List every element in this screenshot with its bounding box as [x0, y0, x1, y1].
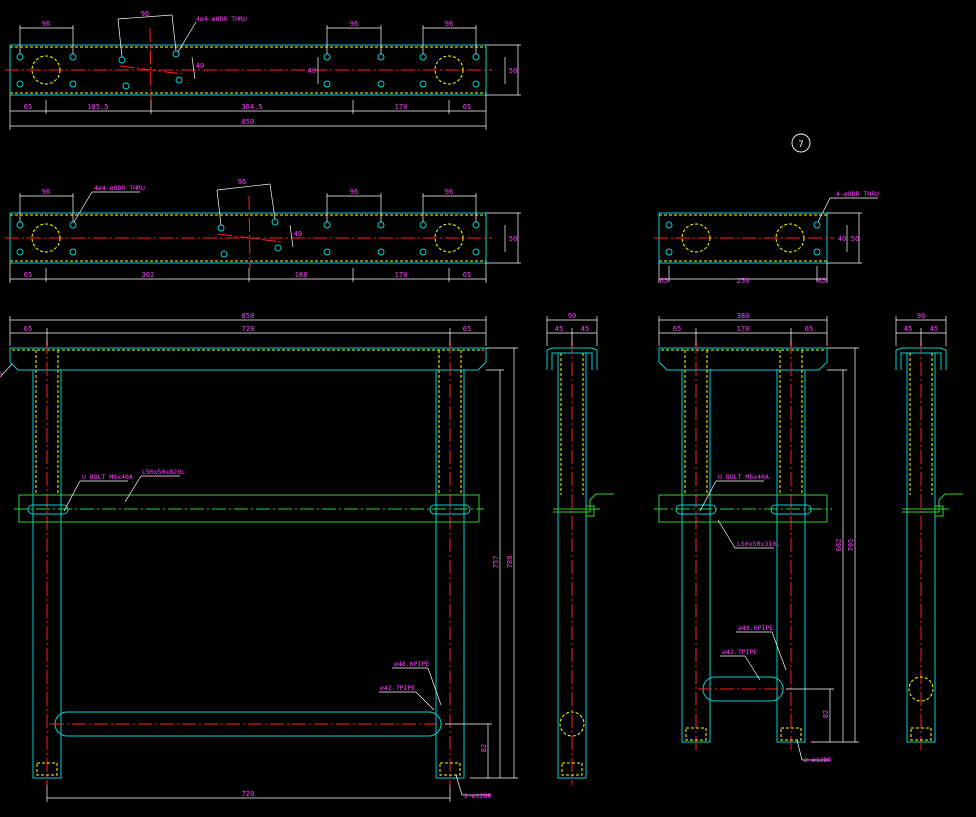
plan-2-dim-top-1: 96 [42, 188, 50, 196]
side-2-dim-split-1: 45 [904, 325, 912, 333]
side-2-dim-split-2: 45 [930, 325, 938, 333]
front-elevation-large: 850 65 720 65 0 757 780 82 720 U BOLT M6… [0, 312, 518, 802]
side-view-2: 90 45 45 [895, 312, 963, 750]
front2-note-pipe2: ø42.7PIPE [722, 648, 757, 656]
side-2-bracket [902, 493, 963, 513]
side-1-dim-split-1: 45 [555, 325, 563, 333]
front2-dim-top-3: 65 [805, 325, 813, 333]
front2-note-hole: 2-ø12DR [804, 756, 831, 764]
plan-2-dim-top-2: 96 [238, 178, 246, 186]
plan-1-dim-top-2: 96 [141, 10, 149, 18]
plan-view-2: 96 96 96 96 4ø4-ø8DR THRU 40 50 65 362 1… [5, 178, 521, 283]
front-dim-height-1: 757 [492, 556, 500, 569]
front-ubolt-slot-left [27, 504, 69, 515]
plan-2-pipe-left [31, 223, 61, 253]
plan-2-dim-bottom-2: 362 [142, 271, 155, 279]
side-1-dim-top: 90 [568, 312, 576, 320]
front2-dim-top-1: 65 [673, 325, 681, 333]
plan-1-dim-side-hole: 40 [196, 62, 204, 70]
front-right-foot [439, 762, 461, 776]
side-2-dim-top: 90 [917, 312, 925, 320]
plan-3-dim-side-2: 50 [851, 235, 859, 243]
plan-1-dim-bottom-3: 364.5 [241, 103, 262, 111]
plan-2-dim-top-3: 96 [350, 188, 358, 196]
plan-1-dim-top-3: 96 [350, 20, 358, 28]
front-dim-overall: 850 [242, 312, 255, 320]
front2-dim-height-2: 705 [847, 539, 855, 552]
front-note-pipe1: ø48.6PIPE [394, 660, 429, 668]
plan-1-pipe-left [31, 55, 61, 85]
front-dim-top-2: 720 [242, 325, 255, 333]
plan-3-pipe-right [775, 223, 805, 253]
plan-2-dim-bottom-1: 65 [24, 271, 32, 279]
front-dim-height-2: 780 [506, 556, 514, 569]
plan-2-dim-side-hole: 40 [294, 230, 302, 238]
front-left-foot [36, 762, 58, 776]
front-note-pipe2: ø42.7PIPE [380, 684, 415, 692]
front-note-hole: 2-ø12DR [464, 792, 491, 800]
plan-view-3: 4-ø8DR THRU 40 50 65 250 65 [654, 190, 879, 285]
plan-3-holes [665, 221, 821, 256]
plan-1-dim-top-4: 96 [445, 20, 453, 28]
front-elevation-small: 380 65 170 65 682 705 82 U BOLT M6x40A L… [654, 312, 859, 764]
front-note-angle: L50x50x820L [142, 468, 185, 476]
plan-1-holes [16, 50, 480, 90]
part-balloon: 7 [791, 133, 811, 153]
plan-1-dim-bottom-5: 65 [463, 103, 471, 111]
front2-note-angle: L50x50x310L [737, 540, 780, 548]
plan-1-dim-side-2: 50 [509, 67, 517, 75]
side-view-1: 90 45 45 [546, 312, 614, 785]
plan-1-dim-top-1: 96 [42, 20, 50, 28]
side-1-bracket [553, 493, 614, 513]
plan-2-dim-bottom-4: 170 [395, 271, 408, 279]
front-dim-bottom: 720 [242, 790, 255, 798]
front2-dim-overall: 380 [737, 312, 750, 320]
plan-2-dim-side-2: 50 [509, 235, 517, 243]
plan-3-dim-bottom-1: 65 [660, 277, 668, 285]
front-ubolt-slot-right [429, 504, 471, 515]
plan-3-dim-bottom-2: 250 [737, 277, 750, 285]
plan-1-note: 4ø4-ø8DR THRU [196, 15, 247, 23]
plan-2-dim-top-4: 96 [445, 188, 453, 196]
plan-view-1: 96 96 96 96 4ø4-ø8DR THRU 40 40 50 65 18… [5, 10, 521, 130]
plan-2-note: 4ø4-ø8DR THRU [94, 184, 145, 192]
front2-note-ubolt: U BOLT M6x40A [718, 473, 769, 481]
svg-text:7: 7 [798, 140, 803, 150]
plan-3-pipe-left [681, 223, 711, 253]
plan-1-dim-bottom-2: 185.5 [87, 103, 108, 111]
front-dim-top-1: 65 [24, 325, 32, 333]
plan-2-dim-bottom-3: 188 [295, 271, 308, 279]
plan-1-dim-overall: 850 [242, 118, 255, 126]
front-dim-low: 82 [480, 744, 488, 752]
front-dim-top-3: 65 [463, 325, 471, 333]
plan-2-pipe-right [434, 223, 464, 253]
front-dim-left-cut: 0 [0, 371, 2, 379]
plan-1-dim-side-1: 40 [308, 67, 316, 75]
plan-3-dim-side-1: 40 [838, 235, 846, 243]
side-1-pipe [559, 711, 585, 737]
plan-3-dim-bottom-3: 65 [818, 277, 826, 285]
side-2-pipe [908, 676, 934, 702]
side-1-dim-split-2: 45 [581, 325, 589, 333]
plan-1-dim-bottom-4: 170 [395, 103, 408, 111]
plan-1-dim-bottom-1: 65 [24, 103, 32, 111]
front2-dim-top-2: 170 [737, 325, 750, 333]
front-note-ubolt: U BOLT M6x40A [82, 473, 133, 481]
plan-1-dimension-lines [9, 14, 521, 130]
front2-dim-height-1: 682 [835, 539, 843, 552]
plan-1-pipe-right [434, 55, 464, 85]
plan-3-note: 4-ø8DR THRU [836, 190, 879, 198]
front2-dim-low: 82 [822, 710, 830, 718]
front2-note-pipe1: ø48.6PIPE [738, 624, 773, 632]
plan-2-dim-bottom-5: 65 [463, 271, 471, 279]
front-top-plate [9, 347, 487, 371]
